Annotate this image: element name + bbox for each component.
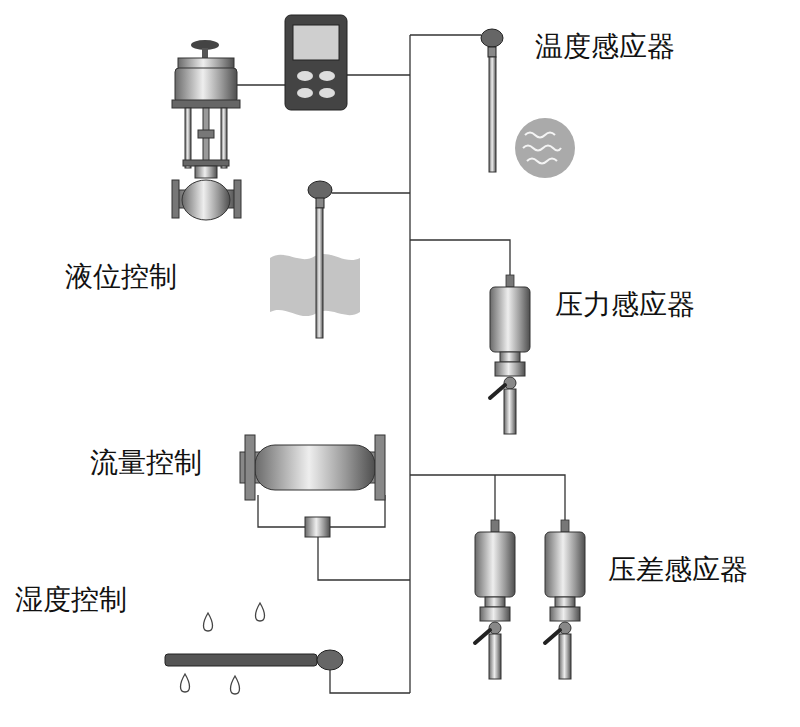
temperature-sensor-part: [523, 133, 561, 164]
control-valve-part: [195, 166, 217, 178]
controller-device: [285, 15, 347, 110]
pressure-sensor: [490, 275, 530, 434]
humidity-sensor-part: [165, 654, 317, 666]
sensor-label: 压差感应器: [608, 555, 748, 586]
sensor-label: 湿度控制: [15, 585, 127, 616]
controller-device-part: [297, 88, 313, 98]
controller-device-part: [285, 15, 347, 110]
differential-pressure-sensor-part: [475, 520, 515, 679]
level-sensor-part: [316, 208, 323, 338]
temperature-sensor-part: [481, 29, 503, 47]
wires-part: [410, 240, 510, 275]
humidity-sensor-part: [256, 603, 265, 621]
sensor-label: 流量控制: [90, 448, 202, 479]
differential-pressure-sensor: [475, 520, 585, 679]
wires-part: [332, 192, 410, 193]
wires-part: [318, 537, 410, 580]
humidity-sensor-part: [231, 676, 240, 694]
humidity-sensor-part: [204, 613, 213, 631]
temperature-sensor-part: [515, 118, 575, 178]
sensor-label: 温度感应器: [535, 32, 675, 63]
wires: [237, 35, 565, 693]
differential-pressure-sensor-part: [545, 520, 585, 679]
controller-device-part: [293, 25, 339, 60]
level-sensor-part: [316, 198, 324, 208]
control-valve-part: [172, 180, 179, 218]
control-valve-part: [175, 68, 237, 103]
flow-meter-part: [255, 445, 375, 490]
controller-device-part: [319, 88, 335, 98]
control-valve-part: [183, 160, 229, 166]
control-valve-part: [234, 180, 241, 218]
sensor-label: 液位控制: [65, 262, 177, 293]
wires-part: [494, 475, 495, 520]
control-valve: [172, 40, 241, 220]
control-valve-part: [172, 100, 240, 108]
wires-part: [410, 34, 481, 35]
control-valve-part: [221, 108, 227, 168]
temperature-sensor-part: [488, 47, 496, 57]
wires-part: [409, 35, 410, 693]
control-valve-part: [185, 108, 191, 168]
level-sensor-part: [270, 254, 360, 316]
flow-meter-part: [305, 517, 330, 537]
humidity-sensor: [165, 603, 343, 694]
sensor-label: 压力感应器: [555, 290, 695, 321]
controller-device-part: [319, 71, 335, 81]
wires-part: [237, 84, 285, 85]
flow-meter: [240, 435, 385, 537]
level-sensor: [270, 181, 360, 338]
wires-part: [410, 475, 565, 520]
flow-meter-part: [375, 435, 385, 500]
temperature-sensor-part: [489, 57, 496, 172]
level-sensor-part: [308, 181, 332, 199]
flow-meter-part: [245, 435, 255, 500]
wires-part: [347, 74, 410, 75]
wires-part: [330, 670, 410, 693]
pressure-sensor-part: [490, 275, 530, 434]
wires-part: [258, 495, 305, 527]
control-valve-part: [182, 180, 230, 220]
humidity-sensor-part: [317, 650, 343, 670]
humidity-sensor-part: [181, 674, 190, 692]
controller-device-part: [297, 71, 313, 81]
control-valve-part: [198, 130, 214, 138]
